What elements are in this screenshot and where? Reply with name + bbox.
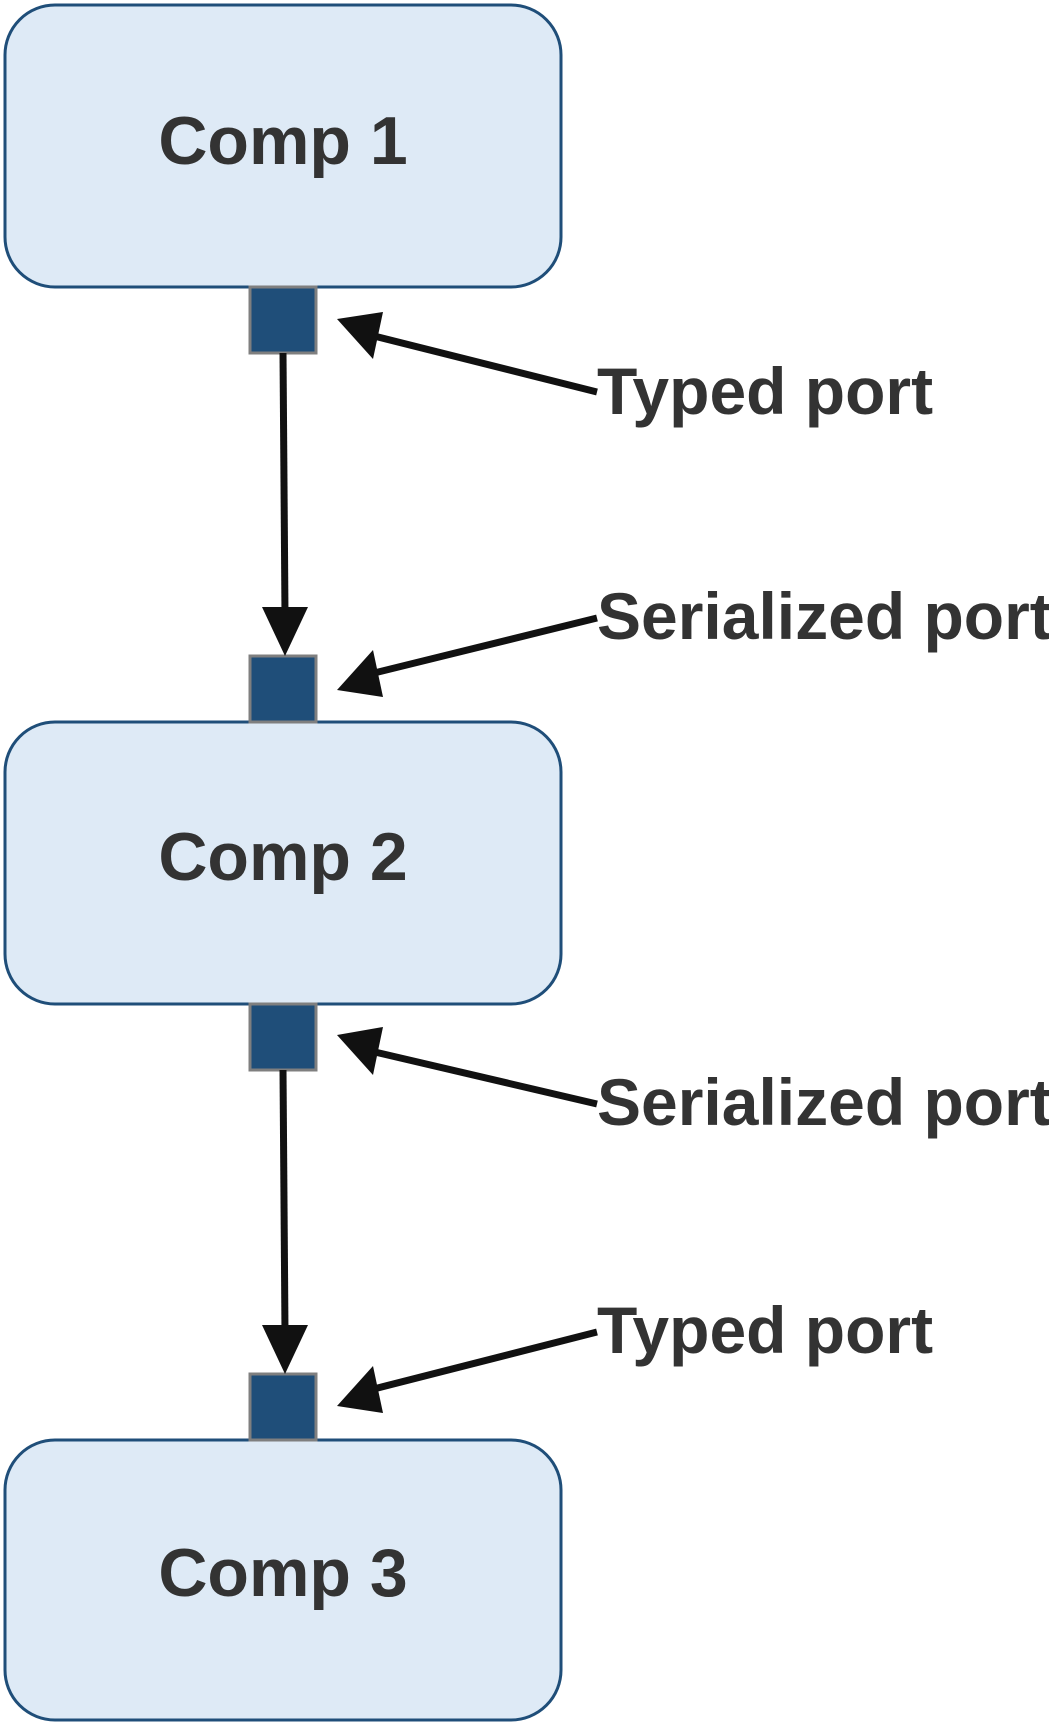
- connection-arrow-1: [262, 352, 308, 656]
- component-3: Comp 3: [3, 1438, 563, 1722]
- component-2: Comp 2: [3, 720, 563, 1006]
- port-comp3-in: [248, 1372, 318, 1442]
- component-2-label: Comp 2: [158, 819, 407, 895]
- callout-arrow-2: [337, 614, 598, 697]
- callout-label-serialized-port-2: Serialized port: [597, 1065, 1049, 1139]
- callout-label-typed-port-2: Typed port: [597, 1293, 933, 1367]
- callout-label-typed-port-1: Typed port: [597, 354, 933, 428]
- callout-arrow-4: [337, 1328, 598, 1413]
- callout-label-serialized-port-1: Serialized port: [597, 579, 1049, 653]
- connection-arrow-2: [262, 1069, 308, 1374]
- callout-arrow-3: [337, 1027, 598, 1108]
- callout-arrow-1: [337, 312, 598, 396]
- port-comp2-out: [248, 1002, 318, 1072]
- component-3-label: Comp 3: [158, 1535, 407, 1611]
- component-1-label: Comp 1: [158, 103, 407, 179]
- port-comp1-out: [248, 285, 318, 355]
- component-1: Comp 1: [3, 3, 563, 289]
- port-comp2-in: [248, 654, 318, 724]
